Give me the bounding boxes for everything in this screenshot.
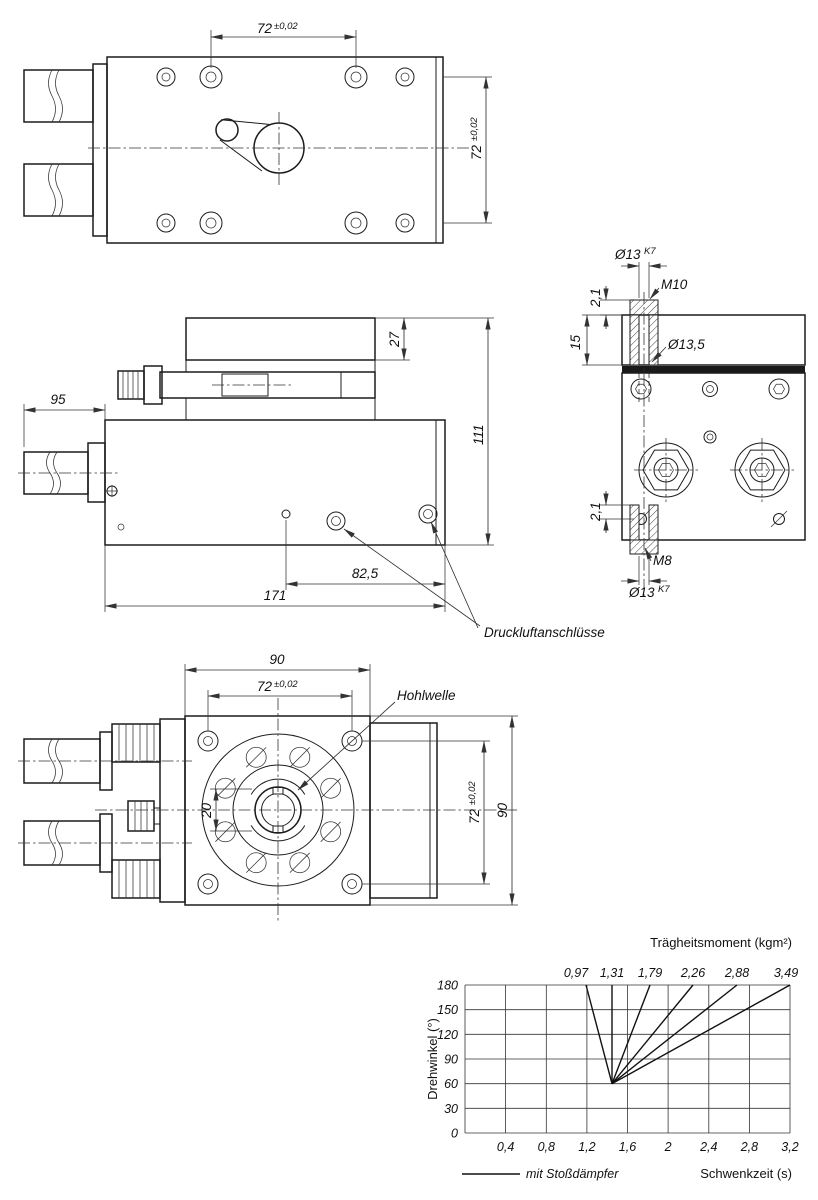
x-tick-2: 2 (664, 1140, 672, 1154)
y-tick-150: 150 (437, 1003, 458, 1017)
dim-d13-bottom: Ø13 (628, 585, 655, 600)
dim-d13-top-sup: K7 (644, 246, 656, 257)
hex-port-right (730, 438, 794, 502)
cam-cutout (215, 118, 305, 174)
x-tick-32: 3,2 (781, 1140, 798, 1154)
dim-21-bottom: 2,1 (588, 502, 603, 522)
front-view: 90 72 ±0,02 Hohlwelle 20 72 ±0,02 90 (18, 652, 518, 922)
dim-21-top: 2,1 (588, 288, 603, 308)
dim-15: 15 (568, 334, 583, 350)
dim-width-value: 72 (257, 21, 273, 36)
series-label-1: 1,31 (600, 966, 624, 980)
dim-72-top-tolerance: ±0,02 (274, 679, 298, 690)
swivel-time-chart: 0,97 1,31 1,79 2,26 2,88 3,49 180 150 12… (425, 935, 799, 1181)
hollow-shaft-label: Hohlwelle (397, 688, 456, 703)
dim-m8: M8 (653, 553, 672, 568)
dim-height-value: 72 (469, 144, 484, 160)
hex-port-left (634, 438, 698, 502)
dim-27: 27 (387, 331, 402, 348)
legend-label: mit Stoßdämpfer (526, 1167, 619, 1181)
x-tick-12: 1,2 (578, 1140, 595, 1154)
air-connections-label: Druckluftanschlüsse (484, 625, 605, 640)
dim-20: 20 (199, 802, 214, 819)
series-label-5: 3,49 (774, 966, 798, 980)
top-view-bolt-holes (156, 65, 415, 235)
x-tick-04: 0,4 (497, 1140, 514, 1154)
dim-d13-bottom-sup: K7 (658, 584, 670, 595)
x-tick-16: 1,6 (619, 1140, 636, 1154)
x-axis-title: Schwenkzeit (s) (700, 1166, 792, 1181)
y-tick-120: 120 (437, 1028, 458, 1042)
dim-72-top: 72 (257, 679, 273, 694)
y-tick-180: 180 (437, 979, 458, 993)
dim-height-tolerance: ±0,02 (469, 117, 480, 141)
chart-series-lines (585, 984, 791, 1085)
chart-title: Trägheitsmoment (kgm²) (650, 935, 792, 950)
y-tick-90: 90 (444, 1053, 458, 1067)
series-label-3: 2,26 (680, 966, 705, 980)
dim-d13-top: Ø13 (614, 247, 641, 262)
dim-95: 95 (50, 392, 66, 407)
y-tick-30: 30 (444, 1102, 458, 1116)
dim-82-5: 82,5 (352, 566, 379, 581)
dim-m10: M10 (661, 277, 688, 292)
dim-111: 111 (471, 424, 486, 445)
section-view: Ø13 K7 M10 2,1 15 Ø13,5 2,1 M8 Ø13 K7 (568, 246, 806, 600)
series-label-0: 0,97 (564, 966, 589, 980)
series-label-4: 2,88 (724, 966, 749, 980)
top-view: 72 ±0,02 72 ±0,02 (23, 21, 492, 244)
y-tick-60: 60 (444, 1077, 458, 1091)
x-tick-08: 0,8 (538, 1140, 555, 1154)
dim-d13-5: Ø13,5 (667, 337, 705, 352)
series-label-2: 1,79 (638, 966, 662, 980)
dim-171: 171 (264, 588, 287, 603)
dim-72-right-tolerance: ±0,02 (467, 781, 478, 805)
dim-width-tolerance: ±0,02 (274, 21, 298, 32)
x-tick-28: 2,8 (740, 1140, 758, 1154)
y-axis-title: Drehwinkel (°) (425, 1018, 440, 1100)
x-tick-24: 2,4 (699, 1140, 717, 1154)
dim-90-top: 90 (269, 652, 285, 667)
side-view: 95 27 111 82,5 171 Druckluftanschlüsse (18, 317, 605, 640)
dim-90-right: 90 (495, 802, 510, 818)
y-tick-0: 0 (451, 1127, 458, 1141)
dim-72-right: 72 (467, 808, 482, 824)
